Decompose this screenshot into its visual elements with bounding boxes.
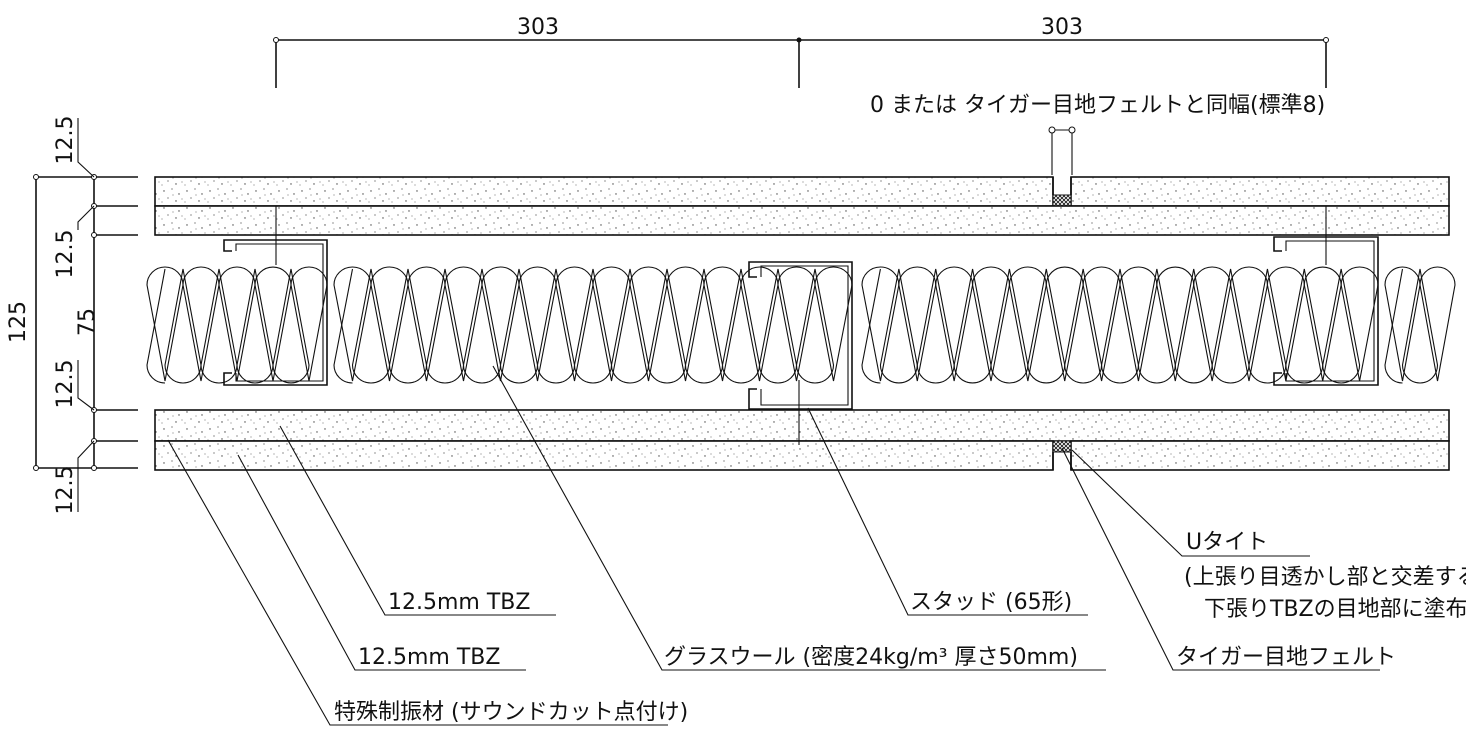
wool-fiber-down bbox=[1401, 268, 1439, 384]
leader-damping: 特殊制振材 (サウンドカット点付け) bbox=[167, 439, 688, 726]
leader-felt: タイガー目地フェルト bbox=[1061, 447, 1396, 671]
label-tbz-outer: 12.5mm TBZ bbox=[358, 645, 500, 670]
label-tbz-inner: 12.5mm TBZ bbox=[388, 590, 530, 615]
top-dimension: 303 303 bbox=[273, 15, 1329, 88]
dim-layer-2: 12.5 bbox=[53, 230, 78, 279]
wool-fiber-up bbox=[1419, 266, 1456, 382]
wool-fiber-down bbox=[795, 268, 835, 384]
leader-glass-wool: グラスウール (密度24kg/m³ 厚さ50mm) bbox=[492, 365, 1106, 671]
wool-edge-left bbox=[146, 268, 166, 384]
dim-layer-1: 12.5 bbox=[53, 116, 78, 165]
leader-stud: スタッド (65形) bbox=[807, 407, 1088, 616]
dim-total: 125 bbox=[6, 301, 31, 343]
glass-wool-fill bbox=[146, 266, 1456, 384]
label-u-tight-line1: (上張り目透かし部と交差する bbox=[1184, 565, 1466, 590]
stud-right bbox=[1273, 206, 1379, 386]
label-glass-wool: グラスウール (密度24kg/m³ 厚さ50mm) bbox=[664, 645, 1078, 670]
dim-layer-3: 12.5 bbox=[53, 360, 78, 409]
joint-gap-note: 0 または タイガー目地フェルトと同幅(標準8) bbox=[870, 93, 1325, 175]
board-layer-top-inner bbox=[154, 205, 1450, 236]
u-tight-top bbox=[1052, 194, 1072, 207]
leader-tbz-outer: 12.5mm TBZ bbox=[237, 454, 526, 671]
dim-top-left: 303 bbox=[517, 15, 559, 40]
dim-top-right: 303 bbox=[1041, 15, 1083, 40]
label-damping: 特殊制振材 (サウンドカット点付け) bbox=[334, 700, 688, 725]
wool-fiber-down bbox=[1322, 268, 1361, 384]
stud-left bbox=[223, 206, 328, 386]
wool-edge-left bbox=[1384, 268, 1404, 384]
u-tight-bottom bbox=[1052, 440, 1072, 453]
wool-edge-left bbox=[861, 268, 881, 384]
leader-tbz-inner: 12.5mm TBZ bbox=[279, 425, 556, 616]
wool-fiber-down bbox=[272, 268, 310, 384]
label-u-tight-line2: 下張りTBZの目地部に塗布) bbox=[1204, 597, 1466, 622]
board-layer-bottom-outer bbox=[154, 440, 1450, 471]
dim-core: 75 bbox=[75, 308, 100, 336]
label-felt: タイガー目地フェルト bbox=[1176, 645, 1396, 670]
board-layer-top-outer bbox=[154, 176, 1450, 207]
wool-edge-left bbox=[333, 268, 354, 384]
stud-center bbox=[748, 261, 853, 445]
leader-u-tight: Uタイト (上張り目透かし部と交差する 下張りTBZの目地部に塗布) bbox=[1071, 449, 1466, 622]
dim-layer-4: 12.5 bbox=[53, 466, 78, 515]
board-layer-bottom-inner bbox=[154, 409, 1450, 442]
joint-gap-label: 0 または タイガー目地フェルトと同幅(標準8) bbox=[870, 93, 1325, 118]
label-stud: スタッド (65形) bbox=[910, 590, 1072, 615]
left-dimension-chain: 125 12.5 12.5 75 12.5 12.5 bbox=[6, 116, 138, 515]
label-u-tight: Uタイト bbox=[1186, 530, 1268, 555]
